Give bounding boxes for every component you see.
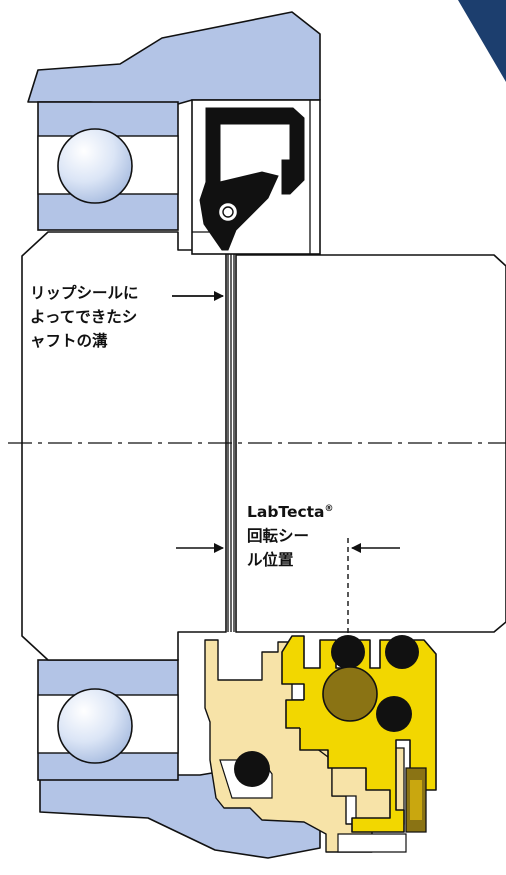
seal-label-line-3: ル位置 xyxy=(247,551,294,569)
labtecta-seal-label: LabTecta® 回転シー ル位置 xyxy=(247,497,334,572)
upper-bearing xyxy=(37,101,179,231)
seal-label-line-1: LabTecta® xyxy=(247,497,334,524)
groove-label-line-2: よってできたシ xyxy=(30,308,138,326)
garter-spring-icon xyxy=(217,201,239,223)
lower-bearing xyxy=(37,659,179,781)
shaft-groove-label: リップシールに よってできたシ ャフトの溝 xyxy=(30,281,139,353)
groove-label-line-3: ャフトの溝 xyxy=(30,332,108,350)
labtecta-seal xyxy=(204,635,437,853)
o-ring-icon xyxy=(331,635,365,669)
seal-label-line-2: 回転シー xyxy=(247,527,310,545)
lip-seal-groove xyxy=(227,250,235,632)
o-ring-icon xyxy=(376,696,412,732)
lower-bearing-ball xyxy=(57,688,133,764)
shaft-left xyxy=(21,231,227,661)
labtecta-stator xyxy=(204,639,373,853)
seal-brand: LabTecta xyxy=(247,503,325,521)
vbxx-ring-icon xyxy=(322,666,378,722)
groove-label-line-1: リップシールに xyxy=(30,284,139,302)
upper-housing xyxy=(27,11,321,105)
registered-mark: ® xyxy=(324,504,334,514)
o-ring-icon xyxy=(234,751,270,787)
upper-bearing-ball xyxy=(57,128,133,204)
corner-accent xyxy=(458,0,506,82)
o-ring-icon xyxy=(385,635,419,669)
